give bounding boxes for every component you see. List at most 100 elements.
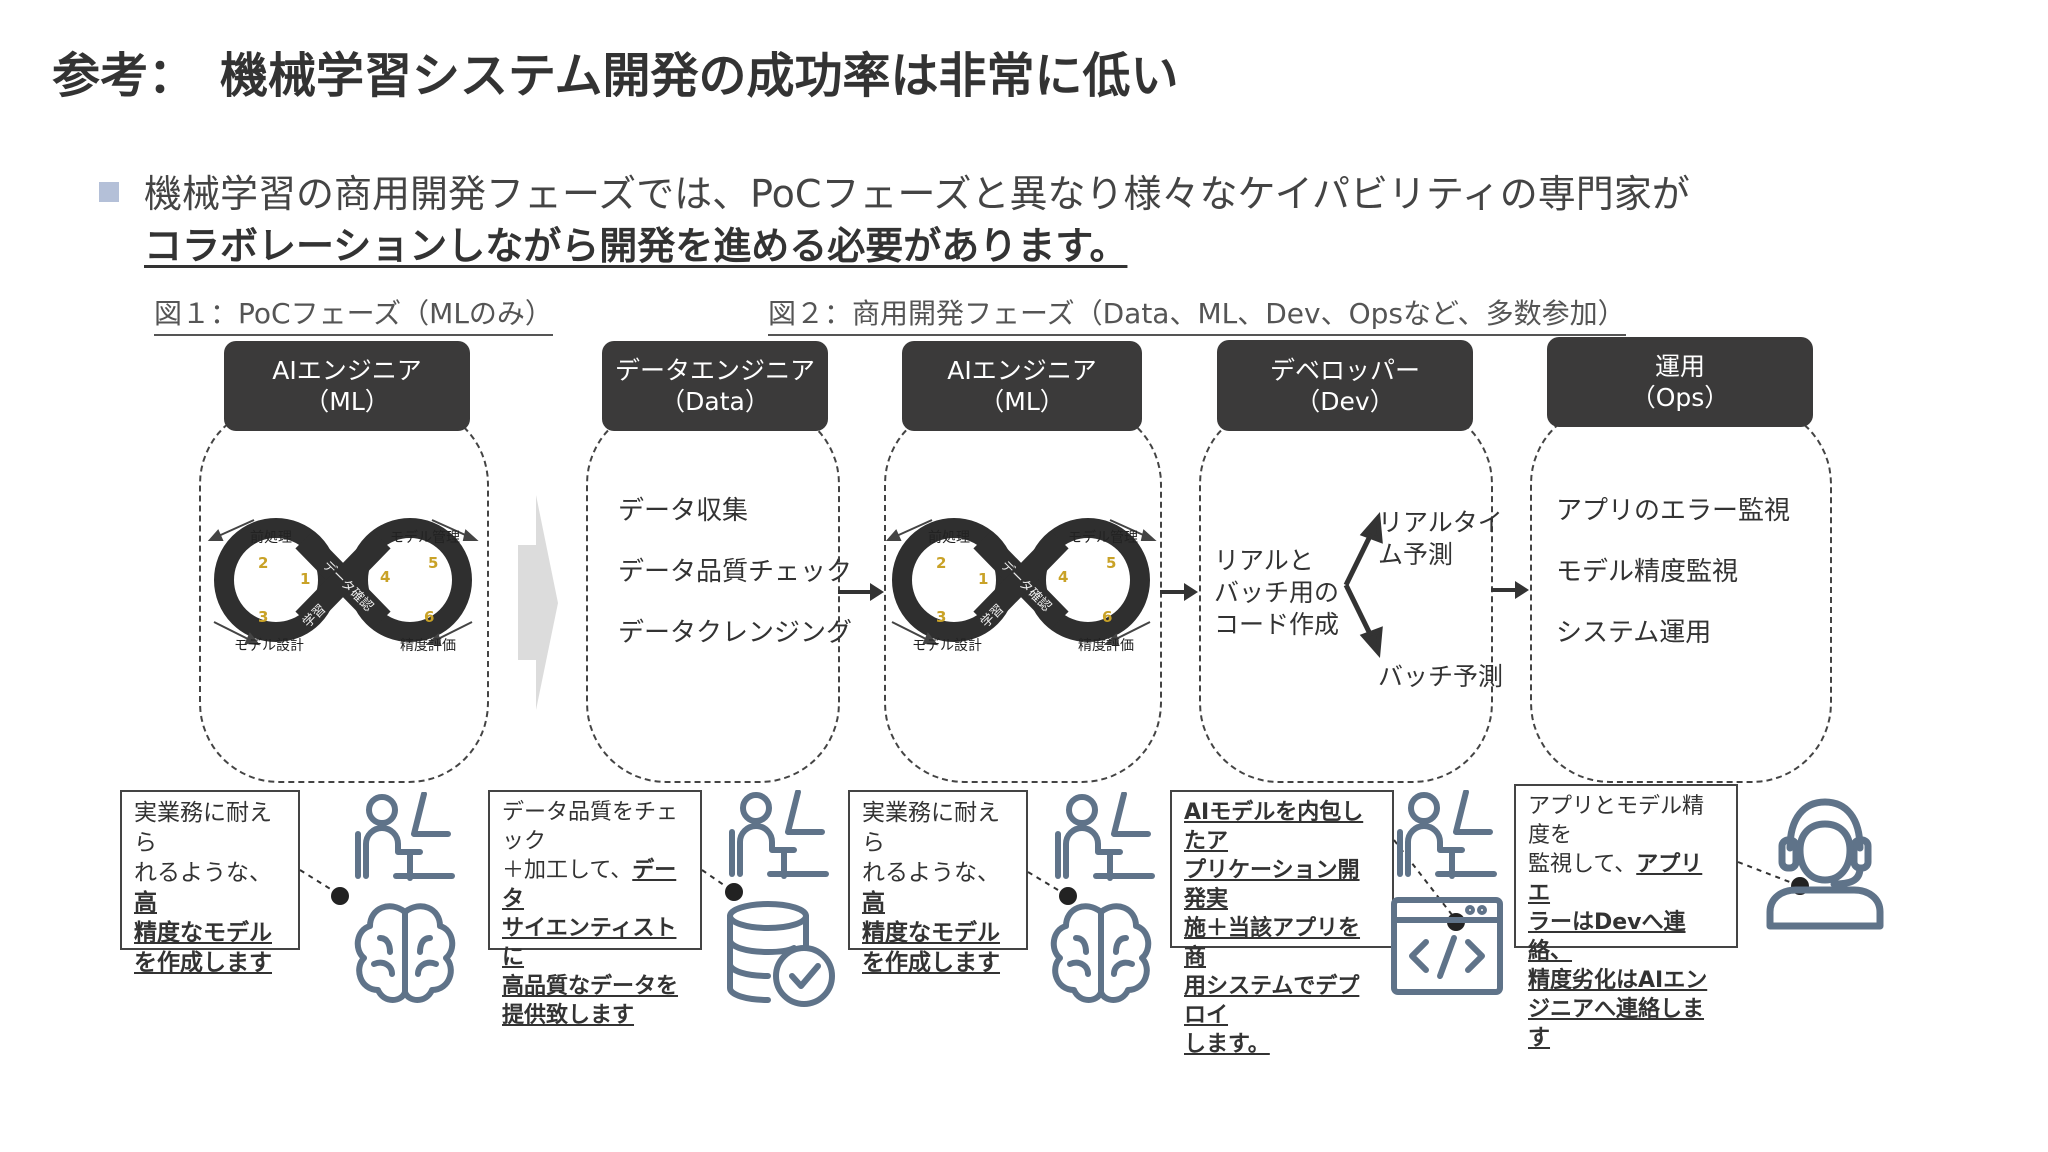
brain-icon-ml xyxy=(1050,903,1152,1003)
desc-data-line1: データ品質をチェック xyxy=(502,800,679,854)
cycle-label-accuracy-eval: 精度評価 xyxy=(400,638,456,654)
cycle2-label-model-mgmt: モデル管理 xyxy=(1068,529,1138,546)
headset-operator-icon xyxy=(1766,798,1884,930)
figure2-label: 図２：商用開発フェーズ（Data、ML、Dev、Opsなど、多数参加） xyxy=(768,292,1626,336)
figure1-label: 図１：PoCフェーズ（MLのみ） xyxy=(154,292,553,336)
role-data-name: データエンジニア xyxy=(614,356,815,385)
desc-ml-line3b: 精度なモデル xyxy=(862,920,1000,946)
desc-ops-line2b: アプリエ xyxy=(1528,852,1703,906)
cycle2-num-1: 1 xyxy=(978,570,988,588)
brain-icon xyxy=(354,903,456,1003)
ml-cycle-diagram-poc: 前処理 モデル管理 モデル設計 精度評価 データ確認 学習 2 1 3 4 5 … xyxy=(207,518,479,654)
desc-data-line2: ＋加工して、データ xyxy=(502,856,688,914)
desc-dev-line2b: プリケーション開発実 xyxy=(1184,858,1360,912)
desc-data-line5: 提供致します xyxy=(502,1001,688,1030)
desc-data-line3b: サイエンティストに xyxy=(502,916,677,970)
role-ml-poc-name: AIエンジニア xyxy=(272,356,422,385)
desc-ml-poc-line3: 精度なモデル xyxy=(134,918,286,948)
desc-data-line4b: 高品質なデータを xyxy=(502,974,679,999)
ops-task-system-ops: システム運用 xyxy=(1556,618,1712,648)
lane-data xyxy=(586,404,840,783)
role-ml-code: （ML） xyxy=(979,387,1065,416)
dev-task-code-line2: バッチ用の xyxy=(1214,578,1340,607)
role-ml-poc-code: （ML） xyxy=(304,387,390,416)
bullet-marker xyxy=(99,182,119,202)
desc-ops-line3b: ラーはDevへ連絡、 xyxy=(1528,910,1686,964)
bullet-text-line1: 機械学習の商用開発フェーズでは、PoCフェーズと異なり様々なケイパビリティの専門… xyxy=(144,172,1690,216)
cycle-num-5: 5 xyxy=(428,554,438,572)
dev-task-realtime: リアルタイ ム予測 xyxy=(1378,507,1503,571)
desc-ops-line1: アプリとモデル精度を xyxy=(1528,794,1705,848)
desc-dev-line3: 施＋当該アプリを商 xyxy=(1184,914,1380,972)
desc-data-line2a: ＋加工して、 xyxy=(502,858,633,883)
cycle-num-4: 4 xyxy=(380,568,390,586)
data-task-collect: データ収集 xyxy=(618,496,749,526)
desc-ml-poc-line2b: 高 xyxy=(134,890,157,916)
role-dev-code: （Dev） xyxy=(1295,386,1395,416)
desc-data-line3: サイエンティストに xyxy=(502,914,688,972)
desc-ops-line5b: ジニアへ連絡します xyxy=(1528,997,1705,1051)
role-ops-name: 運用 xyxy=(1654,352,1705,381)
desc-ml-line2a: れるような、 xyxy=(862,860,1000,886)
data-engineer-desk-icon xyxy=(729,790,829,879)
dev-branch-arrows xyxy=(1343,511,1383,659)
dev-task-code-line1: リアルと xyxy=(1214,546,1314,575)
ops-task-model-monitor: モデル精度監視 xyxy=(1556,557,1739,587)
cycle2-label-preprocess: 前処理 xyxy=(928,529,970,546)
desc-data-line5b: 提供致します xyxy=(502,1003,635,1028)
dev-task-realtime-line2: ム予測 xyxy=(1378,540,1454,569)
desc-ml-poc-line2: れるような、高 xyxy=(134,858,286,918)
cycle2-num-5: 5 xyxy=(1106,554,1116,572)
desc-ml-poc-line2a: れるような、 xyxy=(134,860,272,886)
role-ops: 運用 （Ops） xyxy=(1547,337,1813,427)
desc-ops-line4: 精度劣化はAIエン xyxy=(1528,966,1724,995)
role-data: データエンジニア （Data） xyxy=(602,341,828,431)
desc-ml: 実業務に耐えら れるような、高 精度なモデル を作成します xyxy=(848,790,1028,976)
desc-ml-poc-line3b: 精度なモデル xyxy=(134,920,272,946)
bullet-text-line2: コラボレーションしながら開発を進める必要があります。 xyxy=(144,224,1128,268)
lane-ops xyxy=(1530,404,1832,783)
desc-dev-line5: します。 xyxy=(1184,1030,1380,1059)
phase-transition-arrow xyxy=(518,495,558,710)
role-data-code: （Data） xyxy=(660,387,770,416)
desc-ml-poc-line4b: を作成します xyxy=(134,950,272,976)
desc-ml-poc-line1: 実業務に耐えら xyxy=(134,800,272,856)
desc-dev-line5b: します。 xyxy=(1184,1032,1270,1057)
role-ops-code: （Ops） xyxy=(1630,383,1730,412)
desc-ml-line1: 実業務に耐えら xyxy=(862,800,1000,856)
flow-arrow-data-to-ml xyxy=(838,583,884,601)
flow-arrow-ml-to-dev xyxy=(1160,583,1198,601)
desc-dev-line3b: 施＋当該アプリを商 xyxy=(1184,916,1361,970)
cycle-num-3: 3 xyxy=(258,608,268,626)
ml-engineer-desk-icon xyxy=(1055,792,1155,881)
role-ml-poc: AIエンジニア （ML） xyxy=(224,341,470,431)
cycle-label-model-mgmt: モデル管理 xyxy=(390,529,460,546)
cycle2-label-accuracy-eval: 精度評価 xyxy=(1078,638,1134,654)
engineer-desk-icon xyxy=(355,792,455,881)
cycle2-num-3: 3 xyxy=(936,608,946,626)
desc-data: データ品質をチェック ＋加工して、データ サイエンティストに 高品質なデータを … xyxy=(488,790,702,1028)
role-dev: デベロッパー （Dev） xyxy=(1217,340,1473,431)
desc-dev-line4b: 用システムでデプロイ xyxy=(1184,974,1360,1028)
desc-ml-line4: を作成します xyxy=(862,948,1014,978)
role-ml-name: AIエンジニア xyxy=(947,356,1097,385)
desc-data-line4: 高品質なデータを xyxy=(502,972,688,1001)
cycle-num-6: 6 xyxy=(424,608,434,626)
dev-task-code: リアルと バッチ用の コード作成 xyxy=(1214,545,1339,641)
desc-ml-line2b: 高 xyxy=(862,890,885,916)
desc-ops-line3: ラーはDevへ連絡、 xyxy=(1528,908,1724,966)
desc-ml-line4b: を作成します xyxy=(862,950,1000,976)
database-check-icon xyxy=(727,901,835,1007)
desc-ops-line4b: 精度劣化はAIエン xyxy=(1528,968,1708,993)
desc-dev-line1b: AIモデルを内包したア xyxy=(1184,800,1364,854)
dev-task-code-line3: コード作成 xyxy=(1214,610,1340,639)
desc-ml-line3: 精度なモデル xyxy=(862,918,1014,948)
desc-ml-poc: 実業務に耐えら れるような、高 精度なモデル を作成します xyxy=(120,790,300,976)
desc-dev-line2: プリケーション開発実 xyxy=(1184,856,1380,914)
dev-task-realtime-line1: リアルタイ xyxy=(1378,508,1503,537)
desc-ops-line2: 監視して、アプリエ xyxy=(1528,850,1724,908)
desc-ml-poc-line4: を作成します xyxy=(134,948,286,978)
page-title: 参考： 機械学習システム開発の成功率は非常に低い xyxy=(52,48,1179,104)
cycle2-label-model-design: モデル設計 xyxy=(912,637,982,654)
desc-ml-line2: れるような、高 xyxy=(862,858,1014,918)
